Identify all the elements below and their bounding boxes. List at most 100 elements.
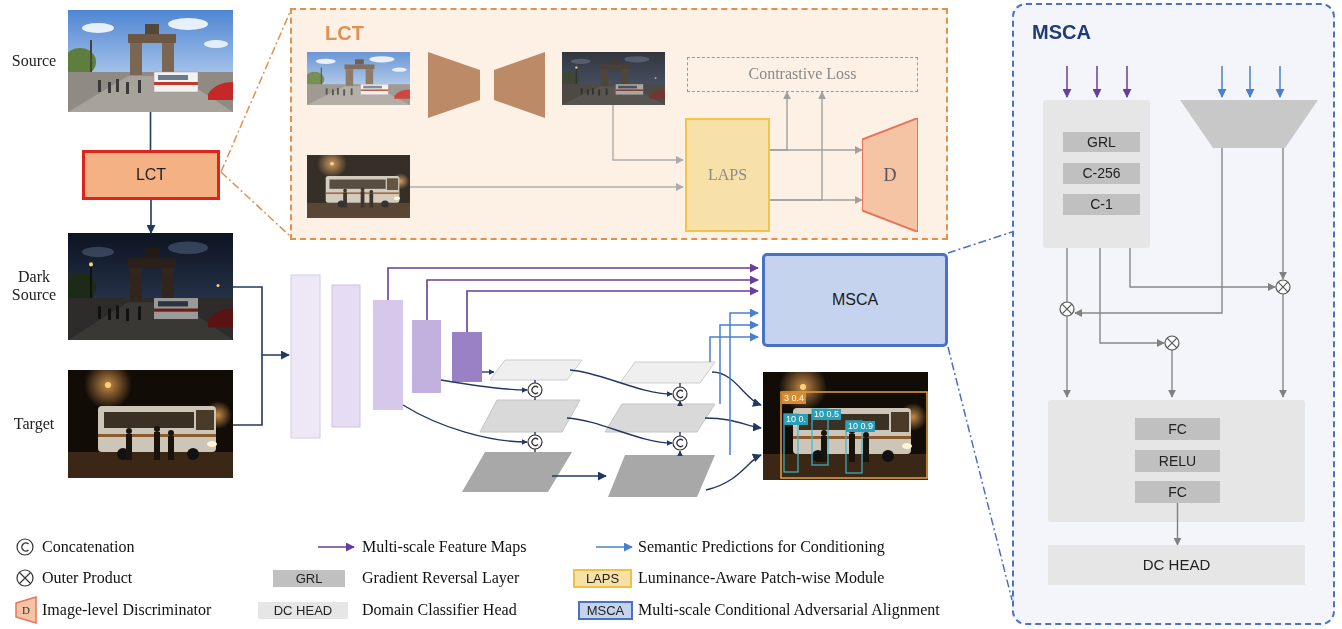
input-wire xyxy=(233,355,262,425)
zoom-leader xyxy=(948,232,1012,253)
photo xyxy=(64,233,233,340)
fpn-plane xyxy=(462,360,715,497)
panel-title: MSCA xyxy=(1032,21,1091,44)
box-label: C-256 xyxy=(1082,165,1120,181)
semantic-arrow xyxy=(710,313,758,455)
detection-score: 3 0.4 xyxy=(782,393,806,404)
legend-sample-label: D xyxy=(19,603,33,617)
detection-score: 10 0.5 xyxy=(812,409,841,420)
fpn-plane xyxy=(480,400,580,432)
fpn-wire xyxy=(679,383,680,387)
outer-product-symbol xyxy=(1060,302,1074,316)
legend-text: Concatenation xyxy=(42,538,134,556)
msca-inputs xyxy=(1279,66,1281,97)
fpn-wire xyxy=(706,455,761,490)
panel-title: LCT xyxy=(325,22,364,45)
photo xyxy=(68,361,233,478)
fpn-wire xyxy=(403,370,761,490)
legend-sample-label: DC HEAD xyxy=(274,604,333,618)
fpn-wire xyxy=(552,475,606,476)
legend-sample xyxy=(16,597,36,623)
layer-box: C-256 xyxy=(1063,163,1140,184)
photo xyxy=(64,10,233,112)
connector xyxy=(150,200,152,233)
concat-symbol xyxy=(677,391,683,398)
fpn-wire xyxy=(570,370,672,394)
zoom-leader xyxy=(221,12,290,172)
backbone-layer xyxy=(291,275,482,438)
semantic-arrow xyxy=(730,313,758,455)
module-panel: MSCAGRLC-256C-1FCRELUFCDC HEAD xyxy=(1012,3,1335,625)
backbone-layer xyxy=(373,300,403,410)
feature-arrow xyxy=(388,268,758,332)
input-wire xyxy=(233,287,289,425)
concat-symbol xyxy=(528,383,687,450)
box-label: LCT xyxy=(136,166,166,184)
lct-illustration xyxy=(494,52,545,118)
msca-inputs xyxy=(1067,66,1280,97)
outer-product-symbol xyxy=(1165,336,1179,350)
msca-wire xyxy=(1282,148,1283,279)
box-label: DC HEAD xyxy=(1143,556,1211,573)
lct-illustration xyxy=(305,52,683,218)
process-box: LCT xyxy=(82,150,220,200)
target-image: Target xyxy=(68,370,233,478)
classifier-head: DC HEAD xyxy=(1048,545,1305,585)
module-panel: LCT Contrastive LossLAPS D xyxy=(290,8,948,240)
box-label: D xyxy=(884,165,897,186)
msca-wire xyxy=(1075,148,1222,313)
source-image: Source xyxy=(68,10,233,112)
lct-illustration xyxy=(428,52,480,118)
box-label: LAPS xyxy=(708,166,747,184)
concat-symbol xyxy=(673,436,687,450)
layer-box: FC xyxy=(1135,418,1220,440)
legend-swatch: GRL xyxy=(273,570,345,587)
concat-symbol xyxy=(673,387,687,401)
fpn-plane xyxy=(490,360,582,380)
legend-sample xyxy=(20,573,31,584)
fpn-wire xyxy=(705,418,761,428)
image-label: Dark Source xyxy=(4,268,64,305)
msca-inputs xyxy=(1249,66,1251,97)
fpn-wire xyxy=(679,451,680,455)
box-label: FC xyxy=(1168,484,1187,500)
outer-product-symbol xyxy=(1165,336,1179,350)
zoom-leader xyxy=(948,347,1012,600)
box-label: RELU xyxy=(1159,453,1196,469)
box-label: GRL xyxy=(1087,134,1116,150)
lct-illustration xyxy=(305,52,410,105)
module-box: MSCA xyxy=(762,253,948,347)
fpn-plane xyxy=(620,362,715,383)
image-label: Source xyxy=(4,52,64,70)
fpn-plane xyxy=(605,404,715,432)
legend-swatch: MSCA xyxy=(578,601,633,620)
loss-box: Contrastive Loss xyxy=(687,57,918,92)
outer-product-symbol xyxy=(1062,304,1072,314)
legend-sample xyxy=(22,543,29,551)
connector xyxy=(1177,503,1178,545)
layer-box: FC xyxy=(1135,481,1220,503)
msca-wire xyxy=(1066,248,1067,302)
prediction-pooling xyxy=(1180,100,1318,148)
connector xyxy=(770,92,787,150)
detection-photo xyxy=(763,363,928,480)
lct-illustration xyxy=(560,52,665,105)
concat-symbol xyxy=(532,438,538,445)
legend-text: Semantic Predictions for Conditioning xyxy=(638,538,885,556)
lct-illustration xyxy=(613,105,683,160)
legend-sample-label: GRL xyxy=(296,572,323,586)
outer-product-symbol xyxy=(1278,282,1288,292)
fpn-plane xyxy=(608,455,715,497)
outer-product-symbol xyxy=(1167,338,1177,348)
zoom-leader xyxy=(221,12,290,236)
legend-sample-label: LAPS xyxy=(586,572,619,586)
fpn-wire xyxy=(441,380,527,390)
layer-box: GRL xyxy=(1063,132,1140,152)
legend-sample xyxy=(16,539,632,623)
legend-text: Domain Classifier Head xyxy=(362,601,517,619)
legend-swatch: DC HEAD xyxy=(258,602,348,619)
zoom-leader xyxy=(221,172,290,236)
fpn-wire xyxy=(482,371,494,372)
